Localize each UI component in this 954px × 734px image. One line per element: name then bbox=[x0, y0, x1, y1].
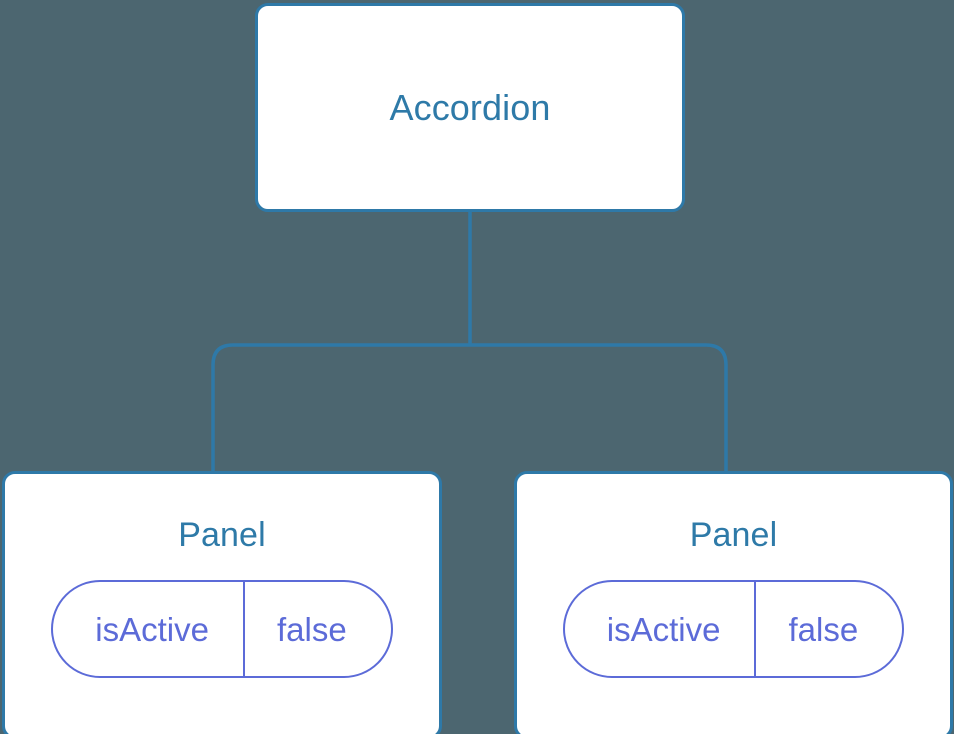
node-panel-1[interactable]: Panel isActive false bbox=[2, 471, 442, 734]
state-key-is-active-2: isActive bbox=[606, 610, 721, 648]
connector-branch-left bbox=[211, 343, 470, 474]
state-value-is-active-2: false bbox=[754, 582, 902, 676]
state-capsule-1[interactable]: isActive false bbox=[51, 580, 393, 678]
node-accordion[interactable]: Accordion bbox=[255, 3, 685, 212]
connector-branch-right bbox=[470, 343, 728, 474]
state-value-is-active-1: false bbox=[242, 582, 391, 676]
state-key-is-active-1: isActive bbox=[95, 610, 209, 648]
node-accordion-label: Accordion bbox=[389, 86, 551, 128]
node-panel-2[interactable]: Panel isActive false bbox=[514, 471, 953, 734]
node-panel-1-label: Panel bbox=[178, 516, 266, 554]
state-capsule-2[interactable]: isActive false bbox=[562, 580, 905, 678]
node-panel-2-label: Panel bbox=[689, 516, 778, 554]
